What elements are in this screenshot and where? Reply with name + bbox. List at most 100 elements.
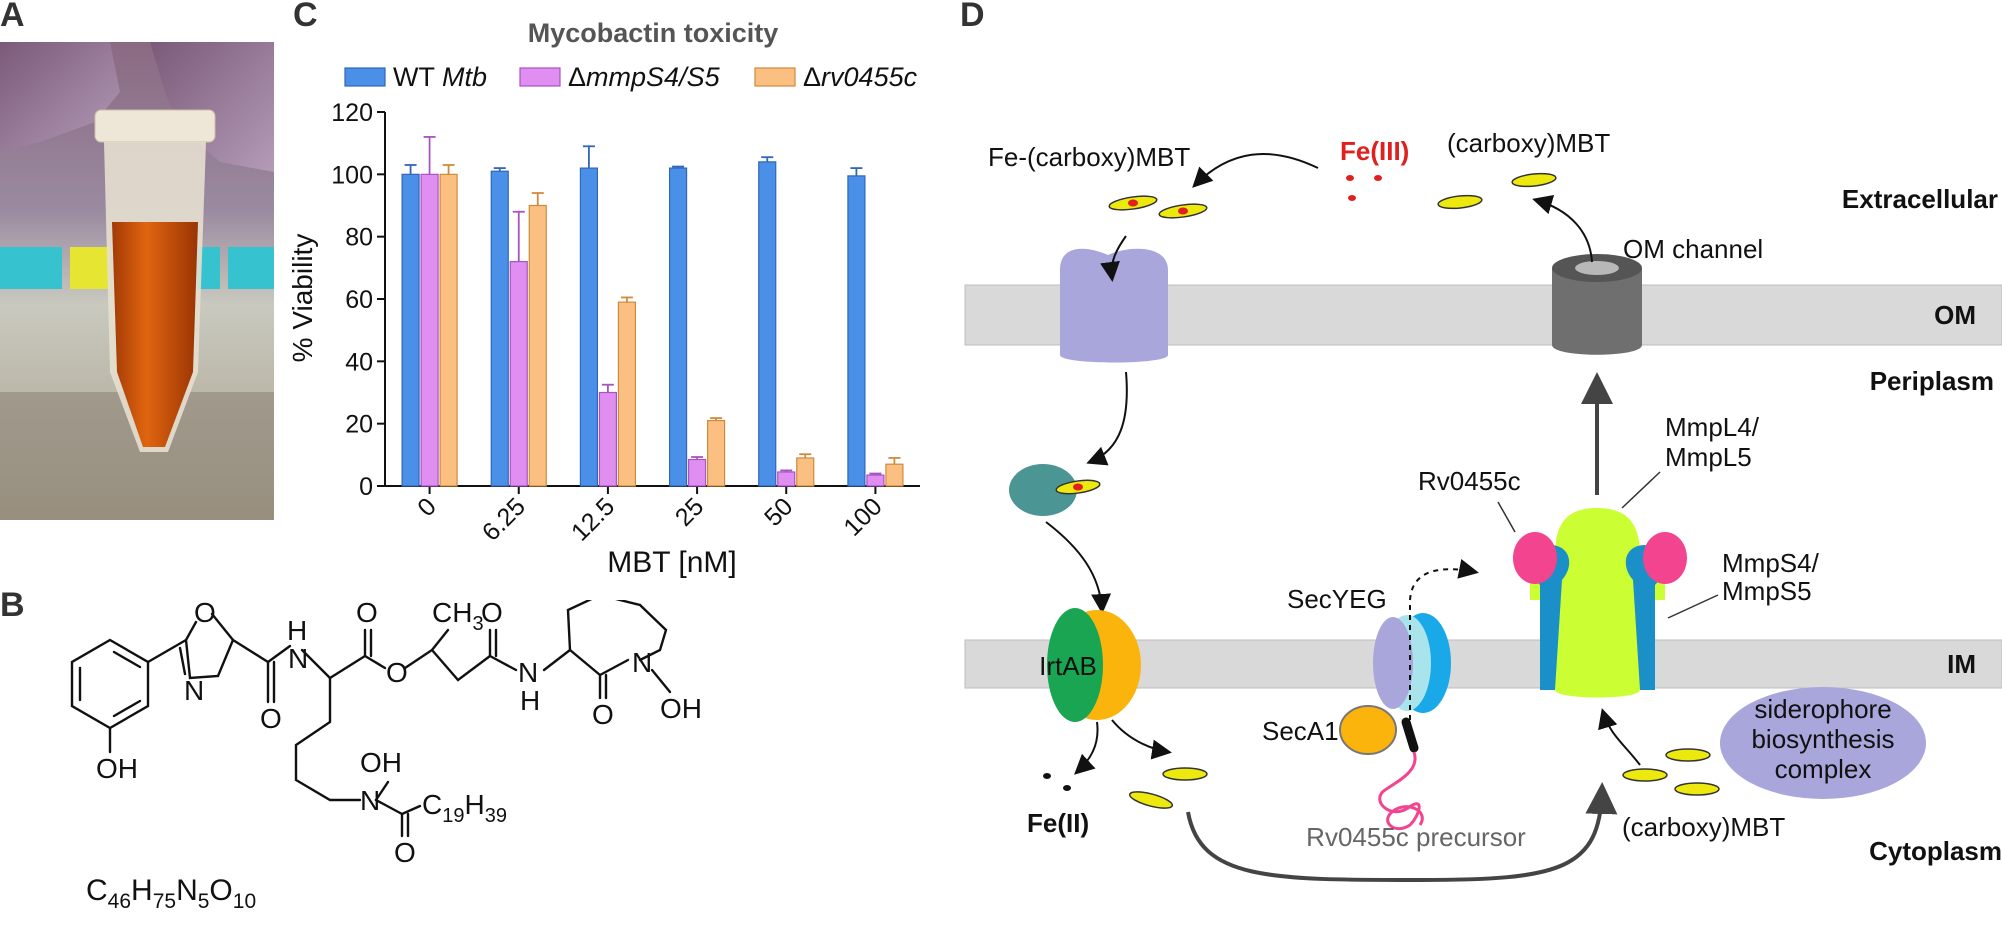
bar [687, 458, 707, 487]
label-siderophore-1: siderophore [1754, 694, 1891, 724]
apo-mbt-cyto-2 [1128, 791, 1174, 809]
panel-c-label: C [293, 0, 318, 34]
bar [796, 457, 815, 487]
x-tick-label: 50 [759, 492, 798, 531]
leader-rv0455c [1497, 501, 1516, 533]
fe2-ion-2 [1063, 785, 1071, 791]
arrow-fe-binding [1192, 152, 1319, 188]
atom-o-ester: O [386, 657, 408, 688]
y-tick-label: 20 [345, 411, 373, 439]
bar [706, 419, 726, 487]
y-tick-label: 60 [345, 286, 373, 314]
atom-h-amide1: H [287, 615, 307, 646]
apo-mbt-cyto-1 [1162, 767, 1208, 781]
x-tick-label: 6.25 [477, 492, 531, 546]
mmpl-transporter [1555, 508, 1640, 698]
y-axis-title: % Viability [287, 234, 318, 363]
mmpl-base [1530, 580, 1665, 600]
signal-peptide [1401, 717, 1419, 753]
x-tick-label: 25 [670, 492, 709, 531]
tube-cap [94, 109, 216, 143]
bar [866, 474, 885, 487]
label-carboxy-mbt-bottom: (carboxy)MBT [1622, 812, 1785, 842]
atom-h-amide2: H [520, 685, 540, 716]
label-extracellular: Extracellular [1842, 184, 1998, 214]
arrow-siderophore-to-mmpl [1598, 708, 1641, 766]
leader-mmps [1667, 594, 1719, 619]
label-periplasm: Periplasm [1870, 366, 1994, 396]
mmps-right [1625, 545, 1664, 690]
y-tick-label: 40 [345, 348, 373, 376]
leader-mmpl [1621, 471, 1661, 509]
bar [598, 391, 618, 487]
x-tick-label: 100 [838, 492, 887, 541]
molecular-formula: C46H75N5O10 [86, 874, 256, 913]
label-fe3: Fe(III) [1340, 136, 1409, 166]
atom-ch3: CH3 [432, 600, 484, 635]
y-tick-label: 120 [331, 99, 373, 127]
atom-oh-phenol: OH [96, 753, 138, 784]
seca1-motor [1339, 705, 1397, 755]
secy-subunit [1373, 617, 1413, 709]
y-tick-label: 80 [345, 224, 373, 252]
atom-oh-lactam: OH [660, 693, 702, 724]
tube-photo [0, 42, 274, 520]
bar [668, 167, 688, 487]
legend-swatch [344, 67, 386, 87]
legend-entry: Δrv0455c [803, 62, 918, 92]
glove-left [0, 42, 120, 152]
bar [847, 175, 866, 487]
rv0455c-right [1643, 532, 1687, 584]
atom-o-acyl: O [394, 837, 416, 868]
cap-yellow [70, 247, 110, 289]
atom-oh-hydroxamate: OH [360, 747, 402, 778]
arrow-export-channel [1532, 194, 1593, 263]
label-om: OM [1934, 300, 1976, 330]
label-rv0455c: Rv0455c [1418, 466, 1521, 496]
label-siderophore-2: biosynthesis [1751, 724, 1894, 754]
arrow-secretion [1409, 559, 1479, 601]
label-carboxy-mbt-top: (carboxy)MBT [1447, 128, 1610, 158]
bar [885, 463, 904, 487]
structure-bonds [70, 600, 672, 838]
bar [579, 167, 599, 487]
om-channel [1552, 254, 1642, 355]
arrow-receptor-to-binder [1086, 371, 1128, 466]
periplasmic-binder [1009, 464, 1077, 516]
fe-mbt-iron-2 [1178, 207, 1188, 215]
cap-cyan-3 [228, 247, 274, 289]
om-receptor [1060, 248, 1168, 363]
bar [528, 204, 547, 487]
apo-mbt-bottom-3 [1674, 782, 1720, 796]
glove-right [150, 42, 274, 172]
label-fe2: Fe(II) [1027, 808, 1089, 838]
atom-n-amide2: N [518, 657, 538, 688]
apo-mbt-bottom-2 [1622, 768, 1668, 782]
panel-b-label: B [0, 586, 25, 624]
panel-d-label: D [960, 0, 985, 34]
bar [777, 471, 796, 487]
atom-o-lactam: O [592, 699, 614, 730]
arrow-irtab-mbt [1111, 719, 1172, 760]
panel-a-label: A [0, 0, 25, 34]
label-cytoplasm: Cytoplasm [1869, 836, 2002, 866]
label-seca1: SecA1 [1262, 716, 1339, 746]
arrow-recycle-mbt [1186, 782, 1618, 883]
label-mmpl-line2: MmpL5 [1665, 442, 1752, 472]
atom-n-lactam: N [632, 647, 652, 678]
label-fe-carboxy-mbt: Fe-(carboxy)MBT [988, 142, 1190, 172]
legend-swatch [754, 67, 796, 87]
arrow-into-receptor [1100, 235, 1127, 282]
chart-title: Mycobactin toxicity [528, 18, 779, 48]
atom-n-amide1: N [288, 643, 308, 674]
fe-mbt-iron-1 [1128, 199, 1138, 207]
bar [617, 301, 637, 487]
atom-o-amide1: O [260, 703, 282, 734]
bar [420, 173, 439, 487]
bar [439, 173, 458, 487]
irta-subunit [1047, 608, 1103, 722]
label-mmps-line1: MmpS4/ [1722, 548, 1820, 578]
fe3-ion-3 [1348, 195, 1356, 201]
fe3-ion-2 [1374, 175, 1382, 181]
